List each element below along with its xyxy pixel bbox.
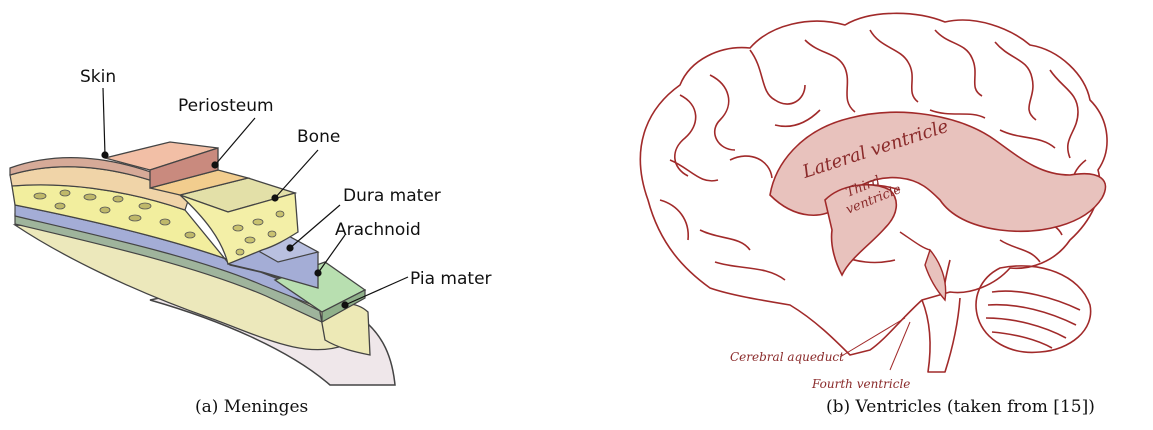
brain-illustration: Lateral ventricle Third ventricle Cerebr… (600, 0, 1153, 430)
ventricles-figure: Lateral ventricle Third ventricle Cerebr… (600, 0, 1153, 430)
cerebral-aqueduct (900, 232, 930, 250)
label-skin: Skin (80, 67, 116, 87)
caption-ventricles: (b) Ventricles (taken from [15]) (826, 397, 1095, 417)
label-cerebral-aqueduct: Cerebral aqueduct (730, 350, 844, 364)
label-periosteum: Periosteum (178, 96, 274, 116)
label-arachnoid: Arachnoid (335, 220, 421, 240)
meninges-illustration: Skin Periosteum Bone Dura mater Arachnoi… (0, 0, 560, 430)
label-dura-mater: Dura mater (343, 186, 441, 206)
meninges-figure: Skin Periosteum Bone Dura mater Arachnoi… (0, 0, 560, 430)
label-pia-mater: Pia mater (410, 269, 492, 289)
caption-meninges: (a) Meninges (195, 397, 308, 417)
brain-leader-lines (840, 318, 910, 370)
fourth-ventricle (925, 250, 946, 300)
label-fourth-ventricle: Fourth ventricle (811, 377, 910, 391)
label-bone: Bone (297, 127, 340, 147)
